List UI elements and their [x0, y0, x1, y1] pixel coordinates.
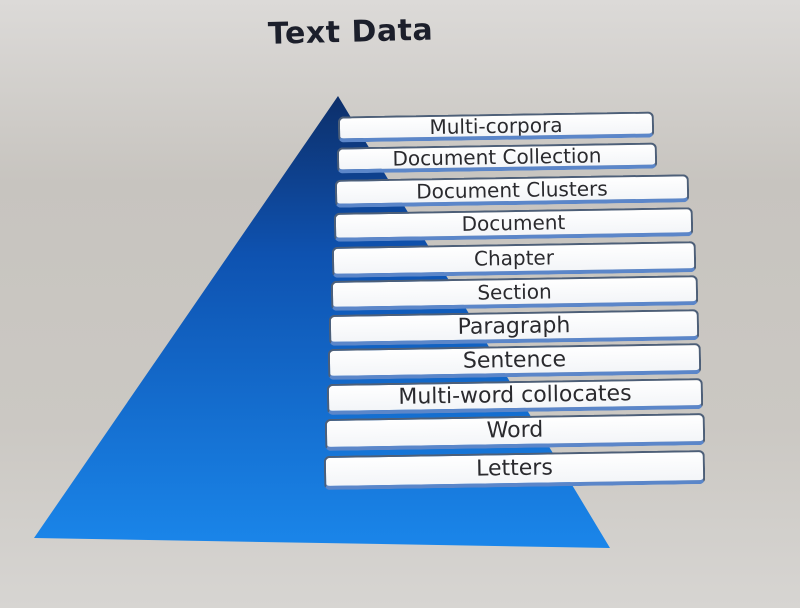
level-word: Word [324, 413, 706, 451]
level-multi-word-collocates: Multi-word collocates [326, 378, 704, 415]
level-chapter: Chapter [331, 241, 697, 278]
level-section: Section [330, 275, 699, 311]
level-document: Document [333, 207, 694, 242]
level-multi-corpora: Multi-corpora [337, 111, 655, 143]
level-sentence: Sentence [327, 343, 702, 380]
level-document-collection: Document Collection [336, 142, 658, 174]
level-paragraph: Paragraph [328, 309, 700, 346]
level-letters: Letters [323, 450, 706, 490]
level-document-clusters: Document Clusters [334, 174, 690, 208]
